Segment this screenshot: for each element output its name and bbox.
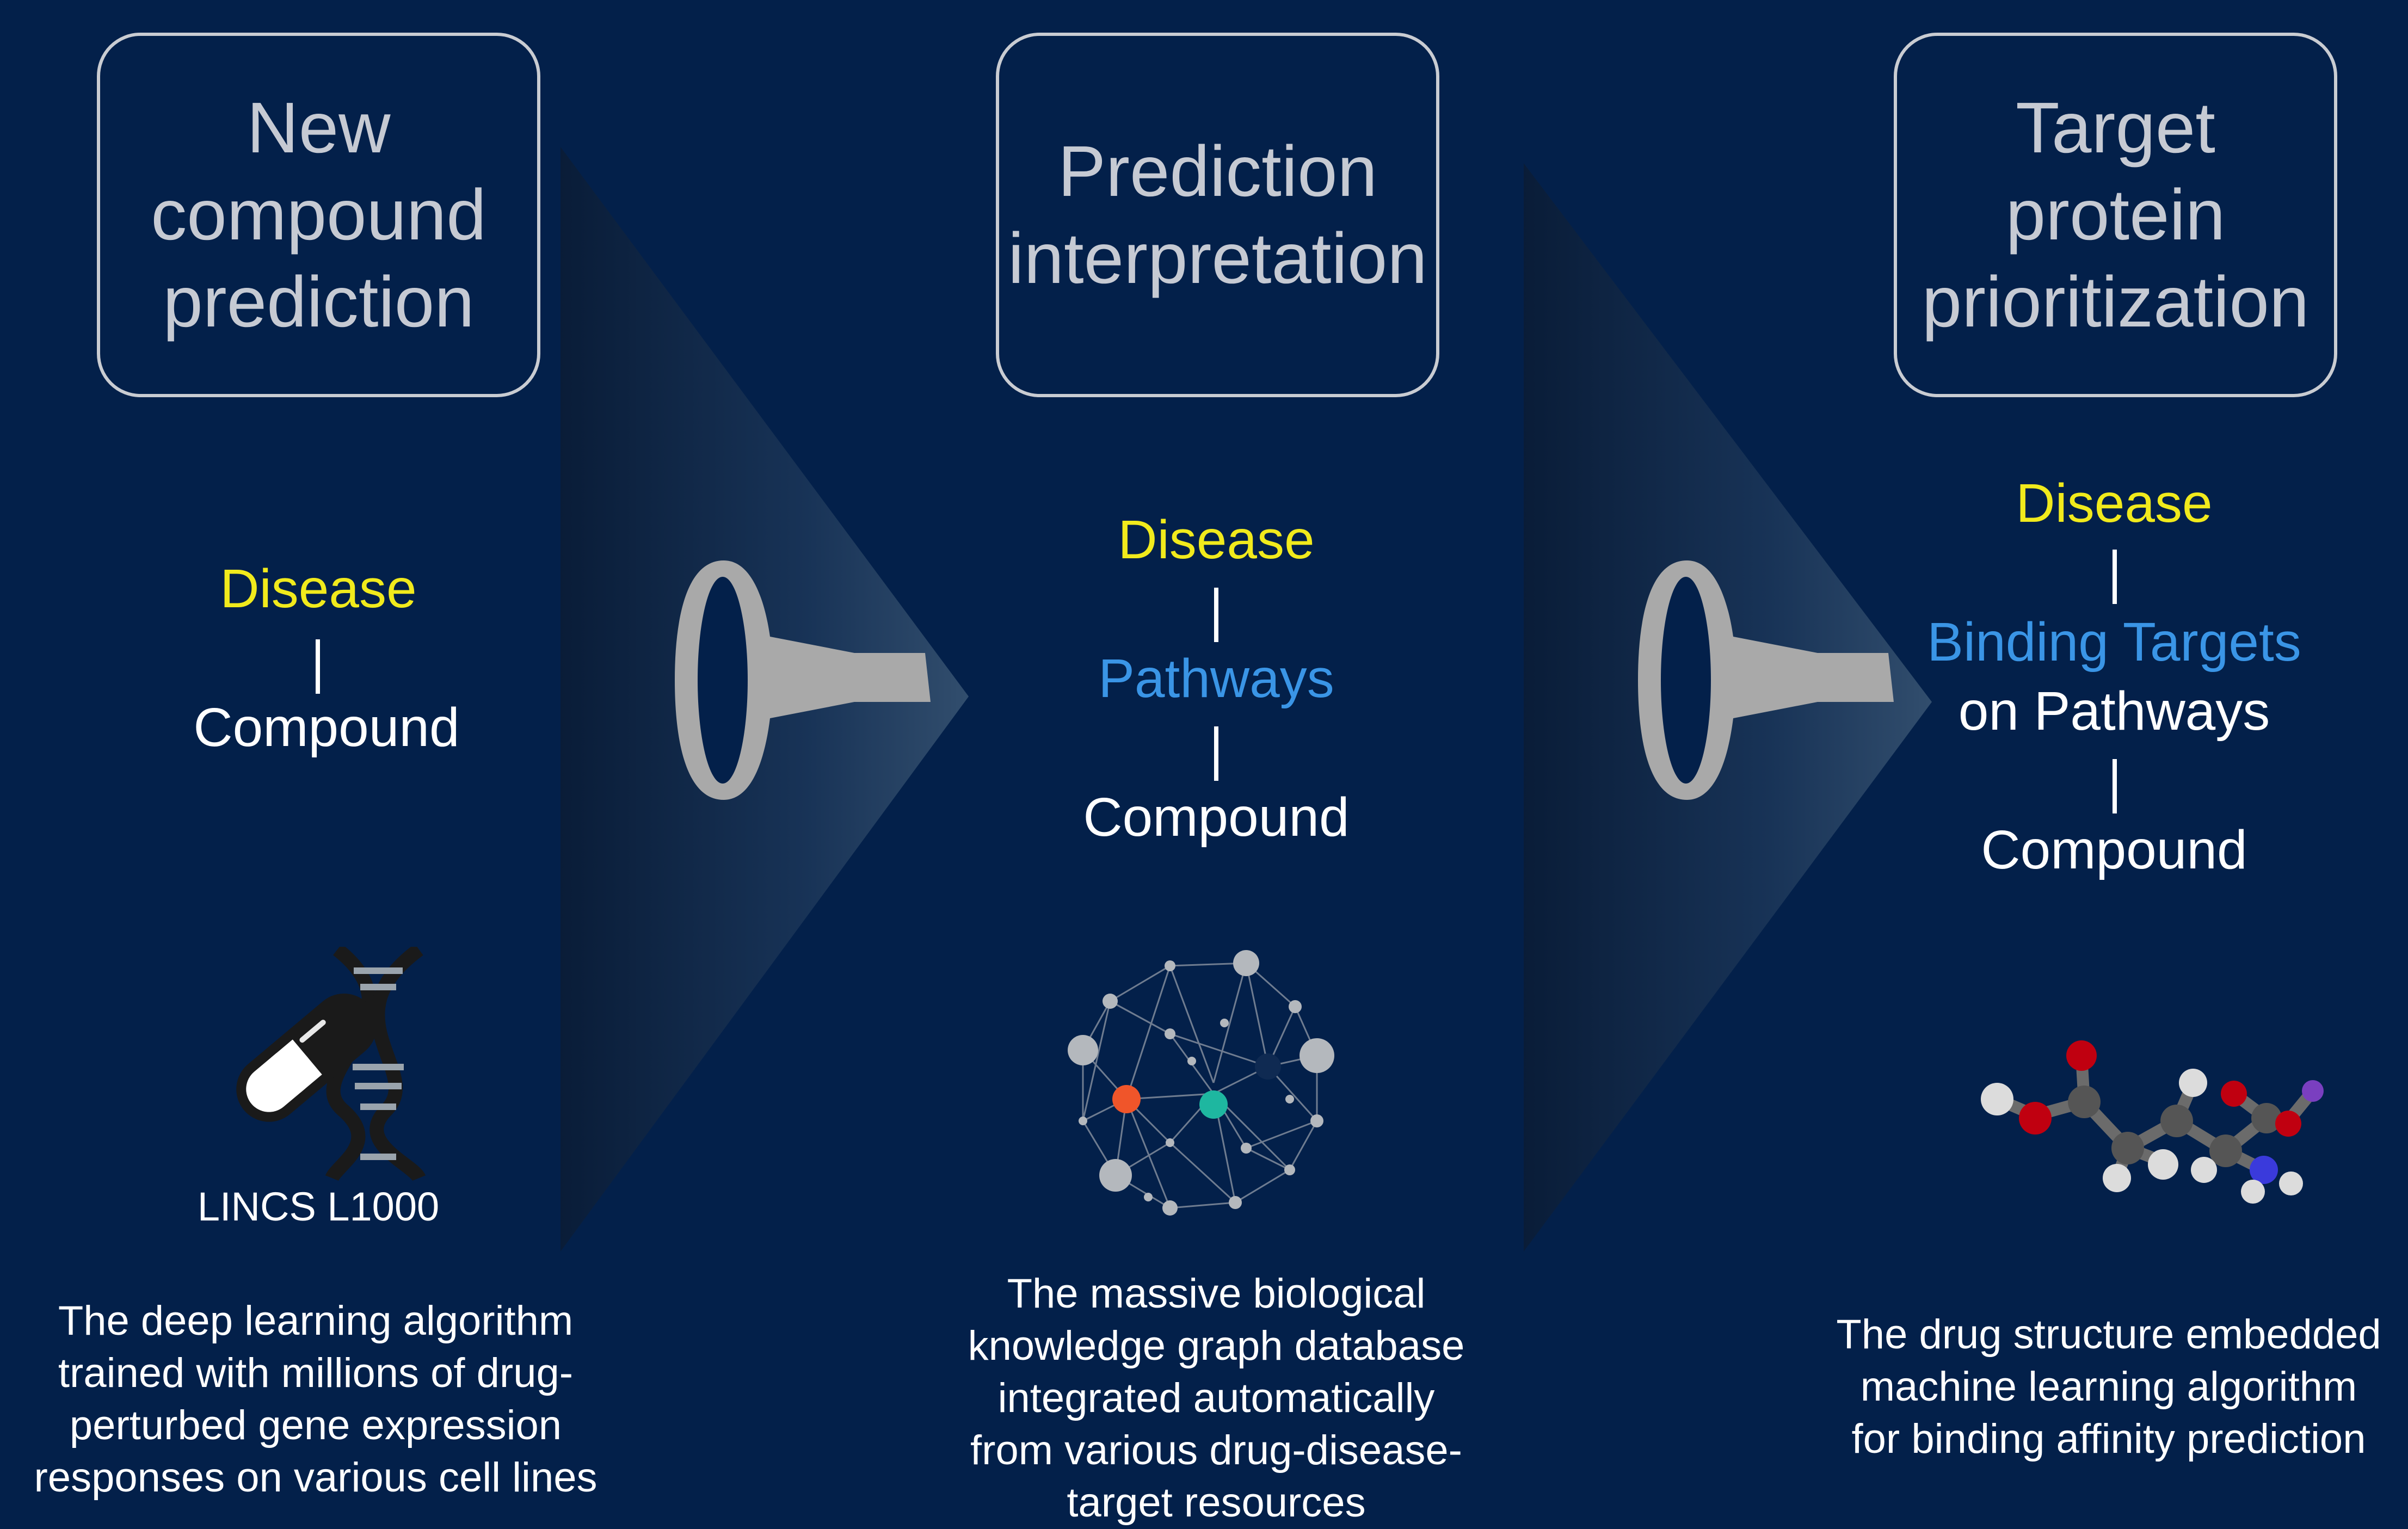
- stage2-description-line: knowledge graph database: [968, 1323, 1465, 1369]
- stage3-description-line: for binding affinity prediction: [1851, 1416, 2366, 1462]
- stage2-title-line: interpretation: [1008, 218, 1427, 298]
- stage1-icon-label: LINCS L1000: [197, 1184, 440, 1229]
- stage2-pathways: Pathways: [1098, 648, 1334, 709]
- stage1-title-line: prediction: [163, 262, 475, 342]
- stage1-compound: Compound: [193, 697, 460, 758]
- stage3-connector: [2113, 550, 2117, 604]
- stage1-disease: Disease: [220, 558, 417, 619]
- stage2-description-line: from various drug-disease-: [970, 1427, 1462, 1473]
- stage3-title-line: Target: [2016, 88, 2215, 168]
- stage2-connector: [1214, 726, 1218, 781]
- molecule-icon: [1981, 1040, 2324, 1204]
- stage2-compound: Compound: [1083, 787, 1350, 848]
- stage3-title-box: Target protein prioritization: [1894, 33, 2337, 397]
- stage3-connector: [2113, 759, 2117, 813]
- funnel-icon: [675, 560, 931, 800]
- stage3-description-line: machine learning algorithm: [1860, 1364, 2357, 1410]
- stage3-title-line: prioritization: [1922, 262, 2310, 342]
- stage2-title-line: Prediction: [1058, 131, 1377, 211]
- stage1-description: The deep learning algorithm trained with…: [5, 1295, 626, 1504]
- dna-pill-icon: [236, 947, 426, 1181]
- stage2-description-line: target resources: [1067, 1479, 1366, 1526]
- stage2-title-box: Prediction interpretation: [996, 33, 1439, 397]
- stage3-compound: Compound: [1981, 819, 2247, 880]
- stage2-description-line: integrated automatically: [997, 1375, 1435, 1421]
- stage1-description-line: responses on various cell lines: [34, 1454, 598, 1501]
- stage1-title-box: New compound prediction: [97, 33, 540, 397]
- stage3-disease: Disease: [2016, 473, 2213, 534]
- stage2-description: The massive biological knowledge graph d…: [903, 1268, 1529, 1529]
- stage1-title-line: New: [247, 88, 391, 168]
- stage1-description-line: trained with millions of drug-: [58, 1350, 574, 1396]
- stage1-connector: [316, 639, 320, 694]
- stage3-description: The drug structure embedded machine lear…: [1812, 1309, 2405, 1465]
- stage1-title-line: compound: [151, 175, 486, 255]
- funnel-icon: [1638, 560, 1894, 800]
- stage1-description-line: perturbed gene expression: [69, 1402, 562, 1448]
- stage2-connector: [1214, 588, 1218, 642]
- stage1-description-line: The deep learning algorithm: [58, 1298, 574, 1344]
- stage3-on-pathways: on Pathways: [1958, 681, 2270, 742]
- stage2-description-line: The massive biological: [1007, 1271, 1426, 1317]
- knowledge-graph-icon: [1068, 950, 1334, 1216]
- stage3-description-line: The drug structure embedded: [1836, 1311, 2381, 1358]
- stage3-title-line: protein: [2005, 175, 2226, 255]
- stage2-disease: Disease: [1118, 509, 1315, 570]
- stage3-binding-targets: Binding Targets: [1927, 612, 2301, 673]
